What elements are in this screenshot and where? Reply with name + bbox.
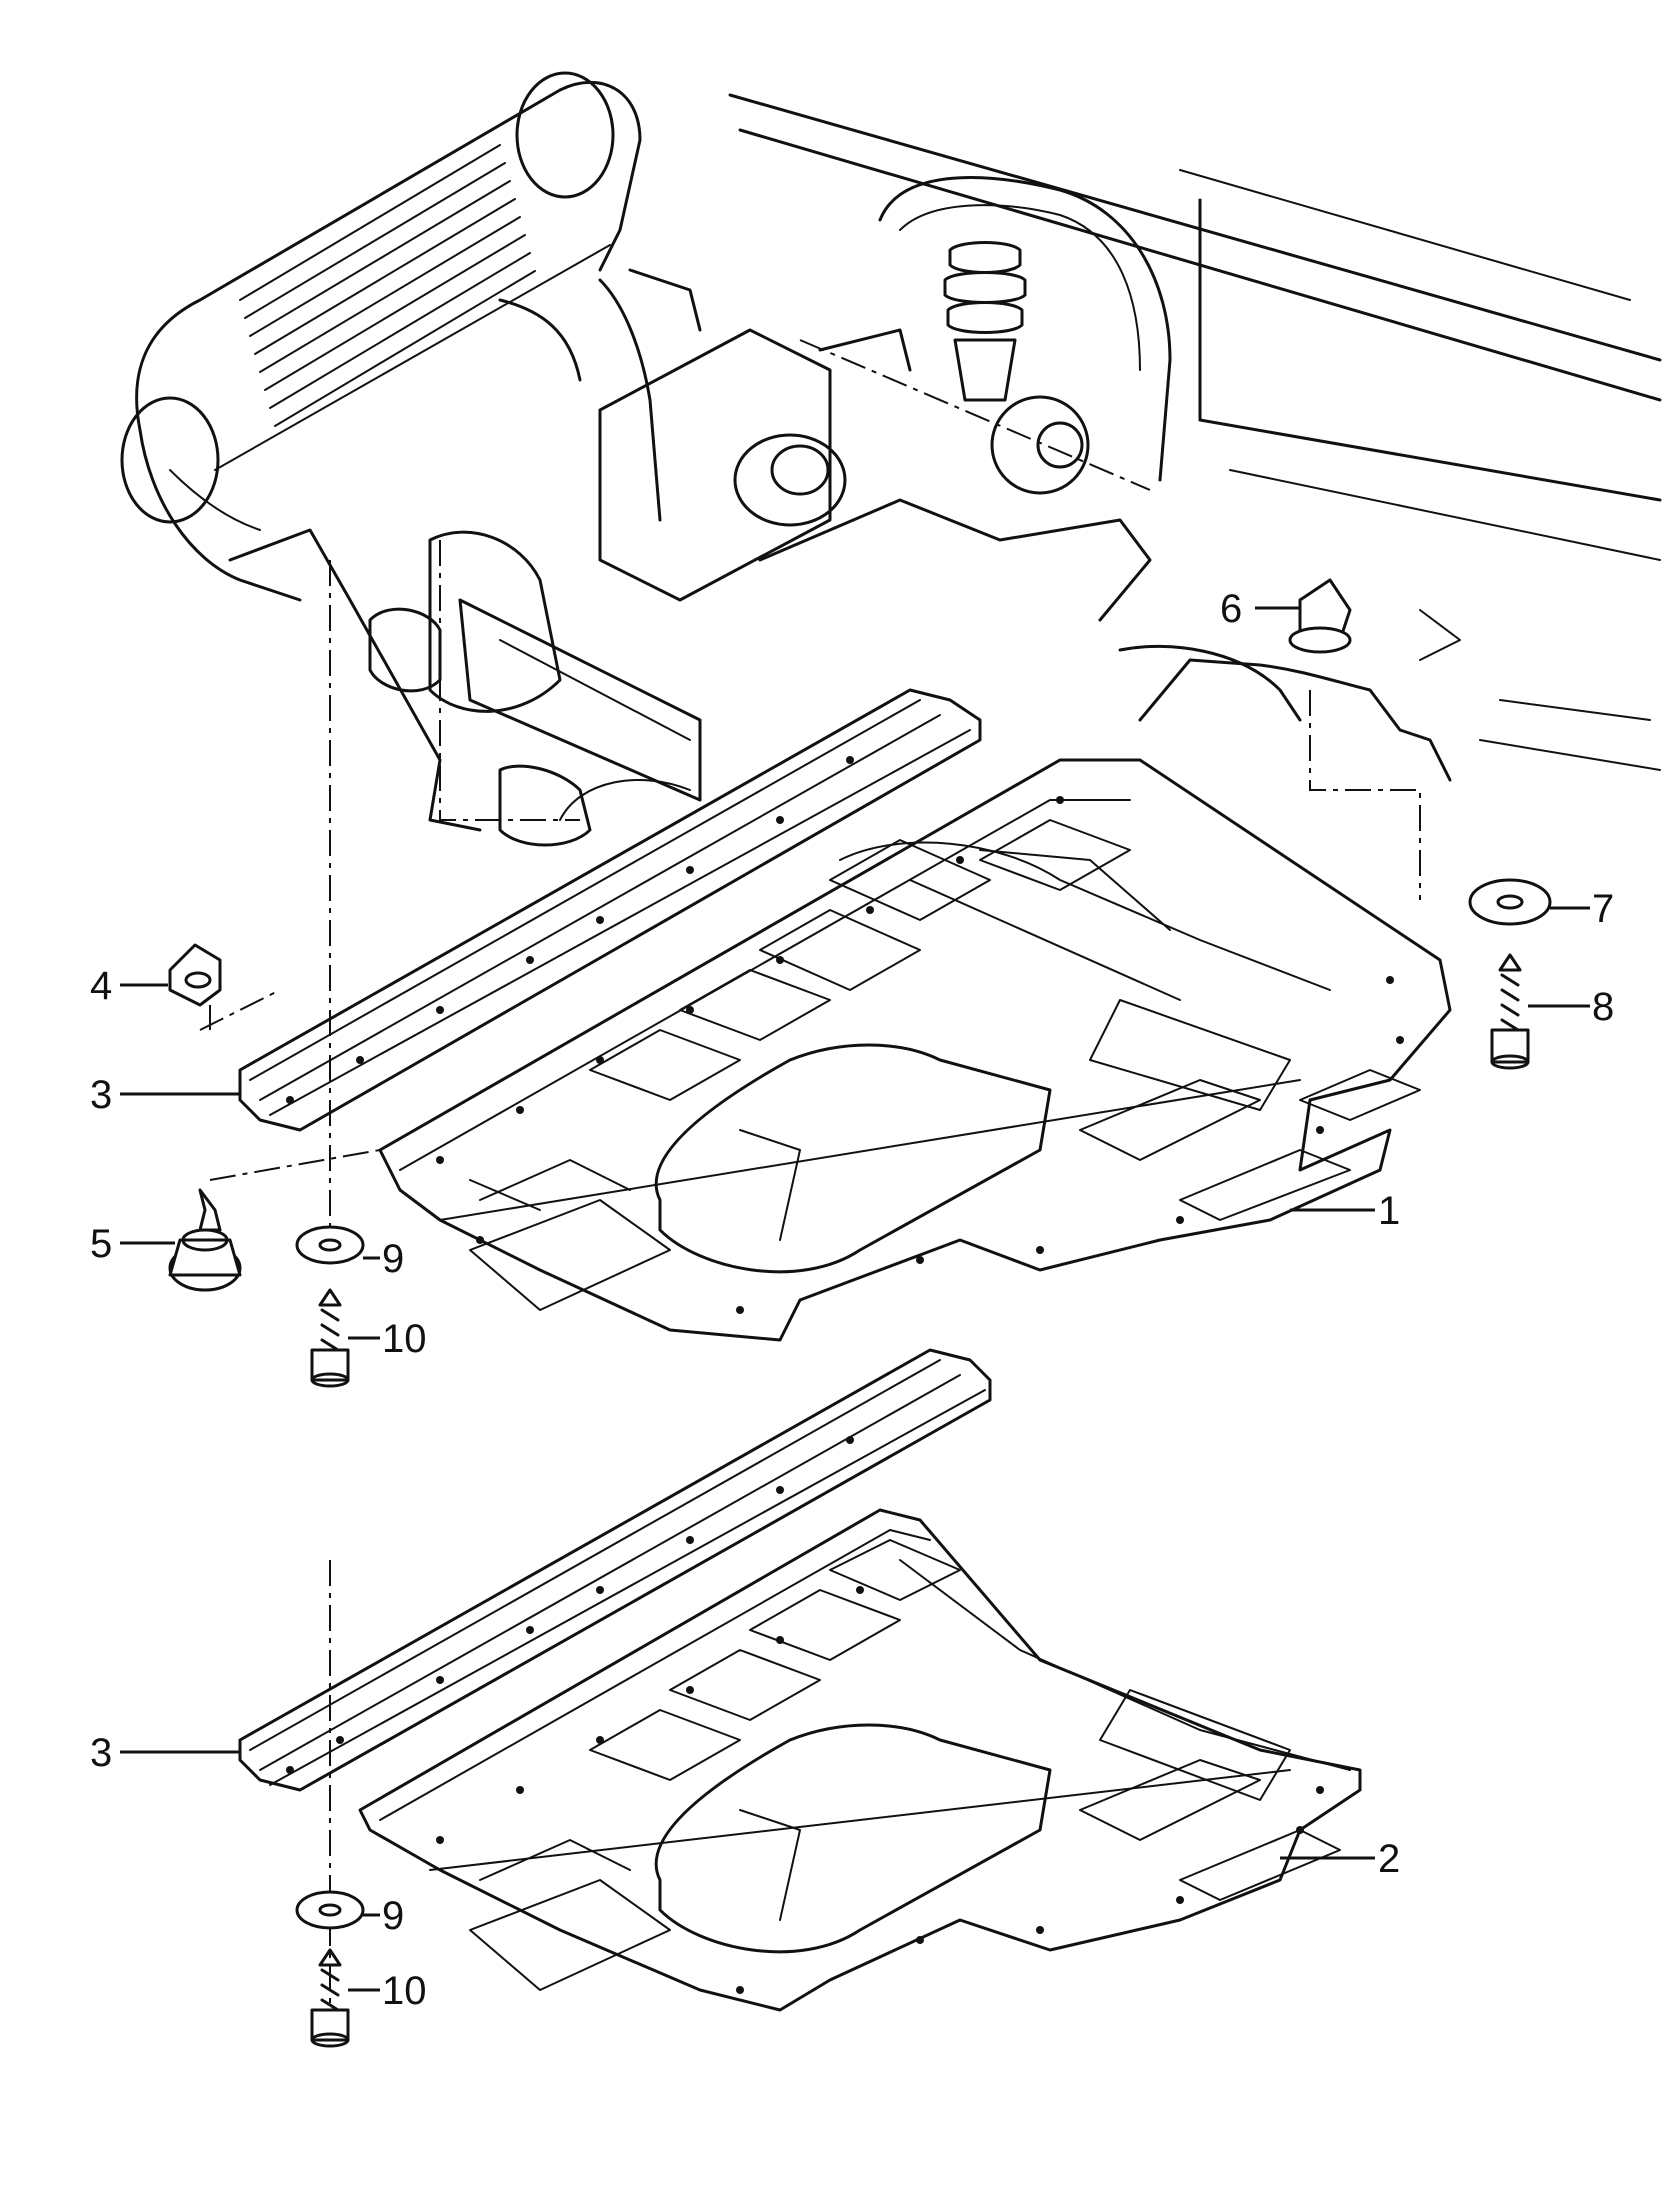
callout-9-lower: 9 — [382, 1894, 404, 1938]
callout-9-upper: 9 — [382, 1237, 404, 1281]
part-2-mounting-holes — [436, 1586, 1324, 1994]
callout-5: 5 — [90, 1222, 112, 1266]
item-7-washer — [1468, 878, 1552, 926]
callout-8: 8 — [1592, 985, 1614, 1029]
part-3-lower-front-rail — [238, 1348, 992, 1792]
grille — [214, 144, 611, 471]
part-3-upper-front-rail — [238, 688, 982, 1132]
callout-6: 6 — [1220, 587, 1242, 631]
item-6-expanding-clip — [1288, 578, 1352, 654]
callout-10-lower: 10 — [382, 1969, 427, 2013]
suspension-strut — [943, 241, 1090, 495]
callout-1: 1 — [1378, 1189, 1400, 1233]
assembly-lines — [199, 339, 1421, 2020]
callout-3-upper: 3 — [90, 1073, 112, 1117]
part-1-engine-guard — [378, 758, 1452, 1342]
part-1-mounting-holes — [436, 796, 1404, 1314]
callout-labels: 1 2 3 3 4 5 6 7 8 9 10 9 10 — [90, 587, 1614, 2013]
left-headlight — [120, 396, 220, 524]
leader-lines — [120, 606, 1590, 1992]
vehicle-underbody — [120, 71, 1662, 847]
right-headlight — [515, 71, 615, 199]
item-9-washer-lower — [295, 1890, 365, 1930]
callout-4: 4 — [90, 964, 112, 1008]
part-2-engine-guard — [358, 1508, 1362, 2012]
item-4-clip-nut — [168, 943, 222, 1007]
item-10-bolt-upper — [310, 1288, 350, 1388]
item-9-washer-upper — [295, 1225, 365, 1265]
callout-7: 7 — [1592, 887, 1614, 931]
engine-block — [368, 328, 847, 802]
callout-3-lower: 3 — [90, 1731, 112, 1775]
item-10-bolt-lower — [310, 1948, 350, 2048]
item-8-bolt — [1490, 953, 1530, 1070]
item-5-flange-nut — [168, 1188, 242, 1292]
callout-10-upper: 10 — [382, 1317, 427, 1361]
callout-2: 2 — [1378, 1837, 1400, 1881]
